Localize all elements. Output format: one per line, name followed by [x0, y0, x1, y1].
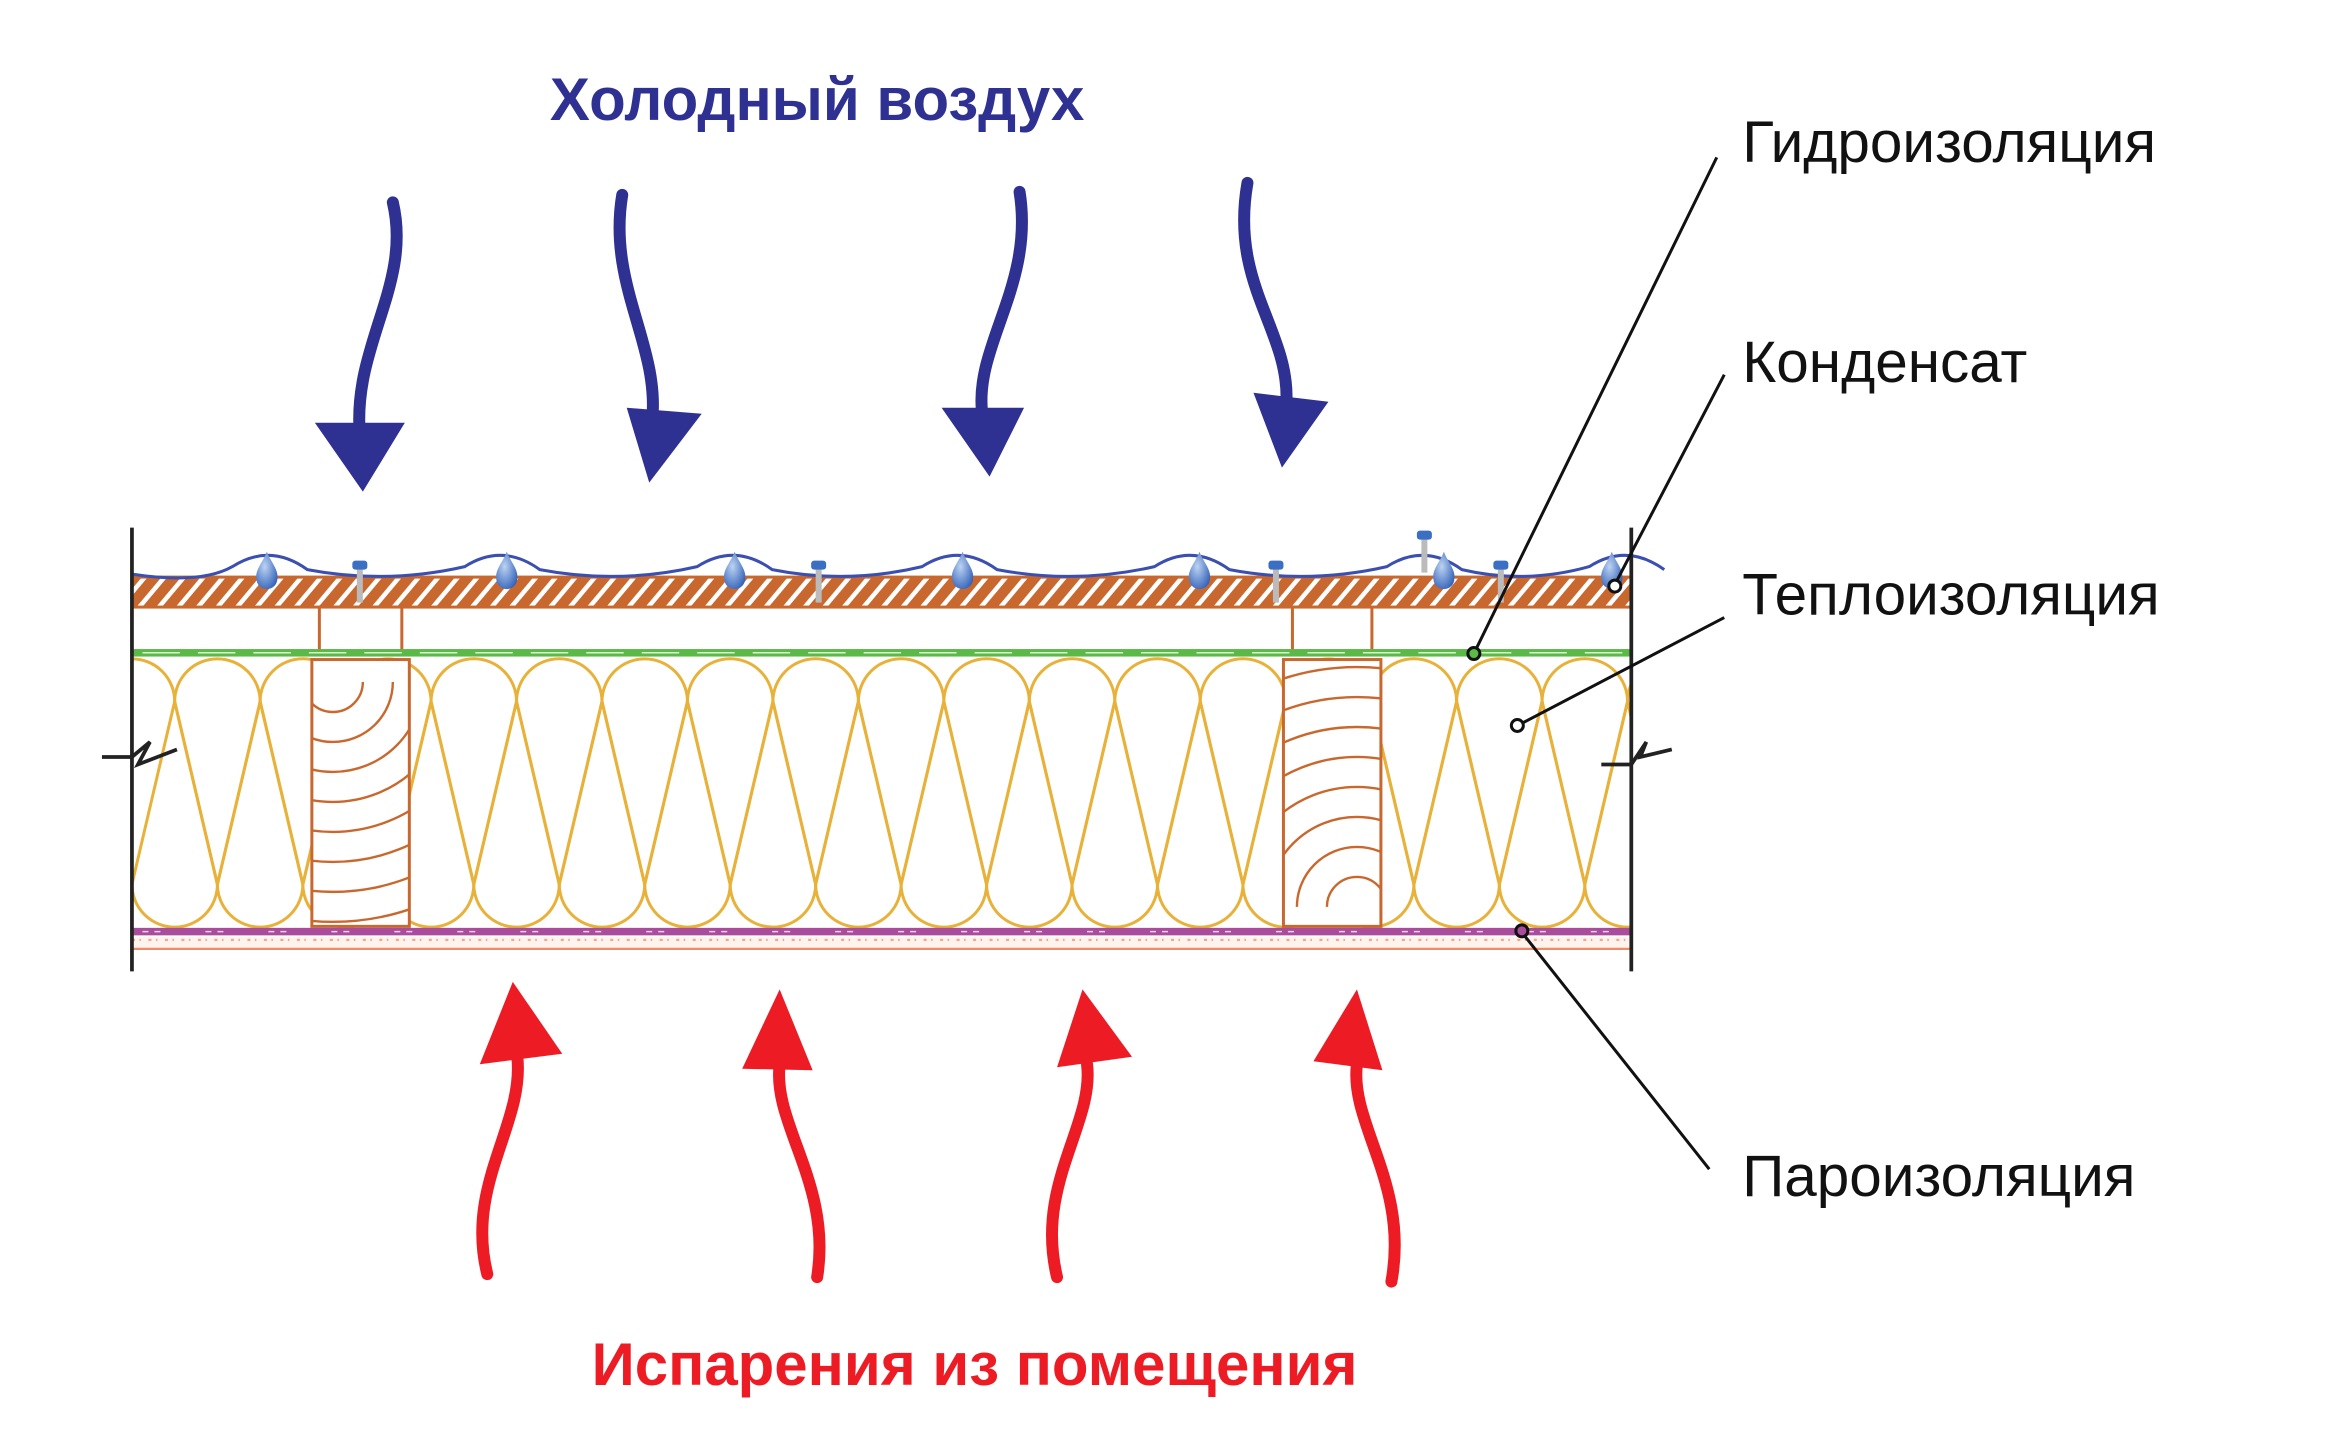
label-insulation: Теплоизоляция [1742, 563, 2159, 628]
wood-grain-ring [1295, 845, 1381, 907]
condensate-droplets [256, 530, 1623, 603]
insulation-loop [1455, 701, 1630, 929]
insulation-loop [985, 657, 1159, 885]
cold-air-arrows [314, 176, 1329, 492]
vapor-arrow-icon [1313, 989, 1401, 1288]
batten-left [317, 605, 404, 654]
insulation-loop [472, 657, 647, 885]
insulation-loop [643, 657, 818, 885]
insulation-loop [515, 701, 689, 929]
water-droplet-icon [1188, 551, 1211, 590]
label-vapor-barrier: Пароизоляция [1742, 1144, 2135, 1209]
insulation-loop [1369, 701, 1544, 929]
insulation-loop [1497, 657, 1632, 885]
vapor-arrow-icon [742, 989, 826, 1284]
nail-icon [352, 560, 368, 603]
rafter-left [310, 658, 411, 928]
insulation-loop [771, 701, 946, 929]
insulation-loop [557, 657, 732, 885]
interior-finish [131, 936, 1632, 950]
insulation-loop [899, 657, 1074, 885]
insulation-loop [429, 701, 604, 929]
vapor-caption: Испарения из помещения [592, 1331, 1358, 1398]
insulation-loop [131, 657, 305, 885]
wood-grain-ring [311, 682, 395, 744]
insulation-loop [131, 657, 219, 885]
water-droplet-icon [496, 551, 518, 590]
insulation-loop [600, 701, 775, 929]
insulation-layer [131, 657, 1632, 929]
nail-icon [1268, 560, 1284, 603]
insulation-loop [1027, 701, 1202, 929]
label-waterproofing: Гидроизоляция [1742, 110, 2156, 175]
nail-icon [1416, 530, 1432, 573]
label-condensate: Конденсат [1742, 330, 2027, 395]
cold-air-arrow-icon [941, 185, 1028, 477]
insulation-loop [728, 657, 903, 885]
water-droplet-icon [951, 551, 974, 590]
wood-grain-ring [311, 682, 365, 714]
cold-air-arrow-icon [613, 188, 702, 483]
insulation-loop [1113, 701, 1288, 929]
cold-air-caption: Холодный воздух [550, 66, 1084, 133]
insulation-loop [1540, 701, 1632, 929]
insulation-loop [942, 701, 1117, 929]
cold-air-arrow-icon [1238, 176, 1329, 468]
insulation-loop [131, 701, 262, 929]
nail-icon [811, 560, 827, 603]
wood-grain-ring [1325, 875, 1381, 907]
section-boundaries [101, 527, 1673, 972]
vapor-arrow-icon [1046, 989, 1133, 1284]
batten-right [1290, 605, 1374, 654]
vapor-arrow-icon [476, 981, 563, 1281]
insulation-loop [173, 701, 348, 929]
insulation-loop [1412, 657, 1587, 885]
roofing-sheet [131, 553, 1666, 580]
water-droplet-icon [1433, 551, 1455, 590]
nail-icon [1493, 560, 1509, 603]
vapor-arrows [476, 981, 1401, 1288]
insulation-loop [1583, 680, 1632, 885]
leader-lines [1466, 156, 1726, 1171]
insulation-loop [814, 657, 989, 885]
water-droplet-icon [256, 551, 278, 590]
insulation-loop [1070, 657, 1245, 885]
insulation-loop [1626, 701, 1632, 725]
insulation-loop [386, 657, 561, 885]
insulation-loop [685, 701, 860, 929]
insulation-loop [856, 701, 1031, 929]
waterproofing-membrane [131, 649, 1632, 657]
vapor-barrier-film [131, 927, 1632, 936]
water-droplet-icon [724, 551, 746, 590]
cold-air-arrow-icon [314, 196, 405, 492]
